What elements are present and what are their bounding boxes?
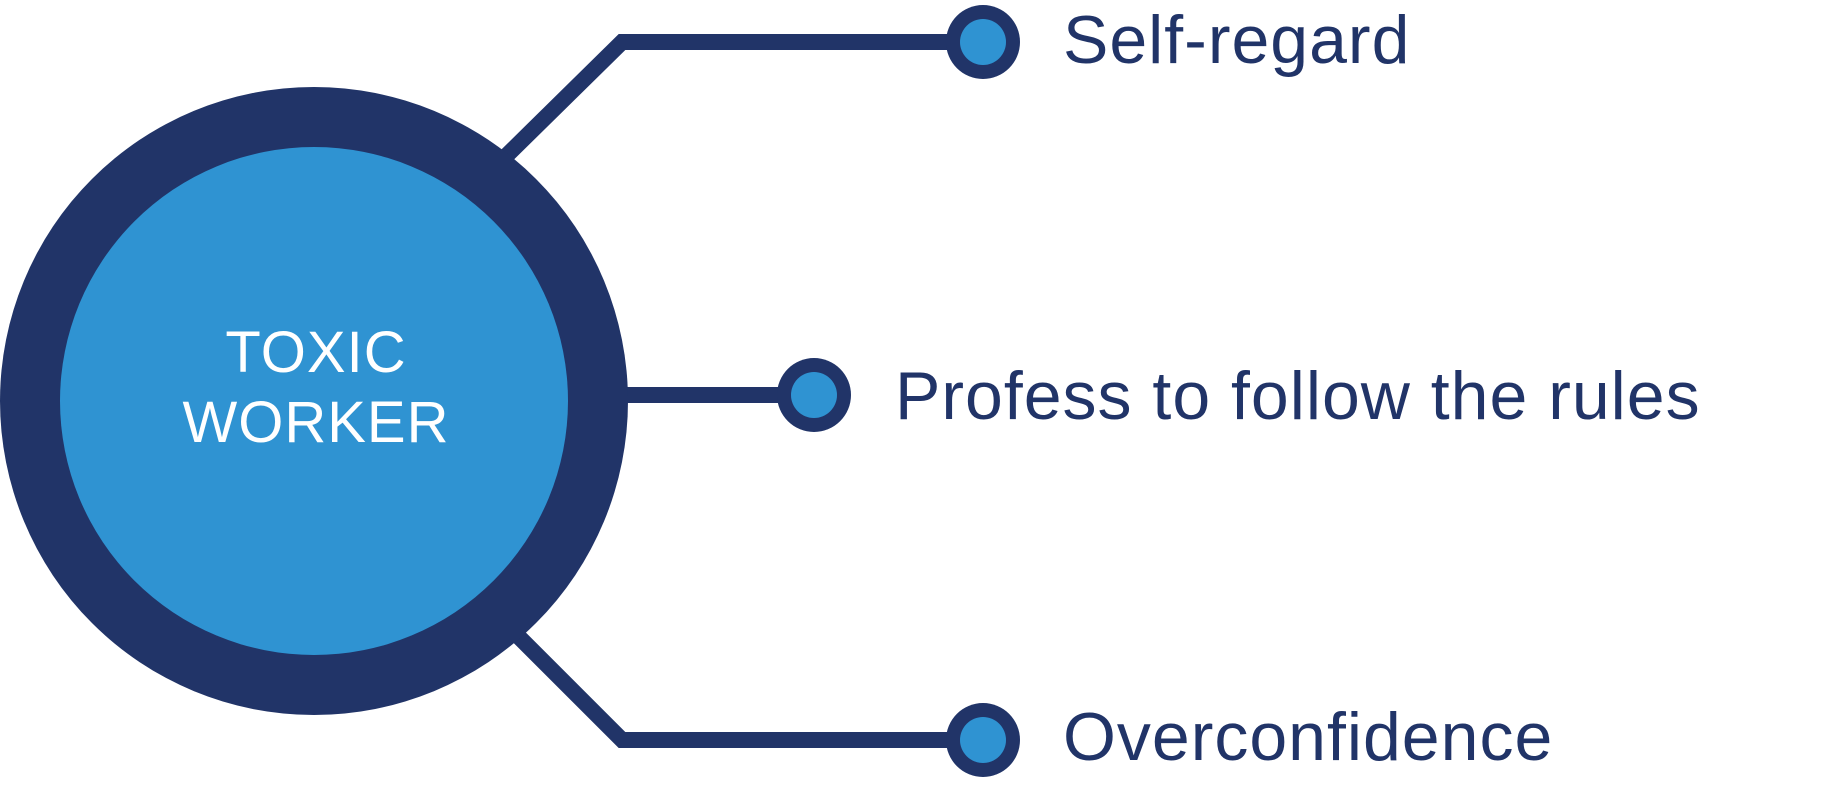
branch-label-overconfidence: Overconfidence [1063,699,1554,775]
branch-label-self-regard: Self-regard [1063,2,1411,78]
node-marker-middle [777,358,851,432]
branch-label-profess-to-follow-rules: Profess to follow the rules [895,358,1701,434]
node-marker-top [946,5,1020,79]
center-title-line-1: TOXIC [225,320,407,385]
connector-bottom [504,622,980,748]
center-title-line-2: WORKER [182,390,450,455]
node-marker-bottom [946,703,1020,777]
connector-top [491,34,980,171]
center-title: TOXIC WORKER [62,318,570,458]
inner-circle [60,147,568,655]
